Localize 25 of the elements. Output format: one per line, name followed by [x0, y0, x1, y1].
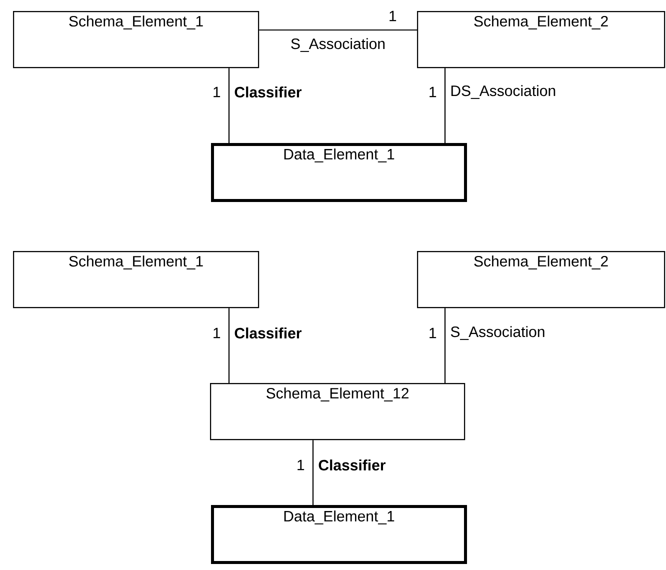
class-box: Schema_Element_1	[13, 251, 260, 308]
association-line	[444, 68, 446, 143]
edge-label: Classifier	[233, 326, 303, 340]
edge-label: Classifier	[233, 86, 303, 98]
class-box: Schema_Element_2	[417, 11, 666, 68]
edge-label: S_Association	[449, 325, 546, 341]
association-line	[444, 308, 446, 383]
edge-label: Classifier	[317, 458, 387, 472]
edge-label: DS_Association	[449, 84, 558, 100]
multiplicity: 1	[390, 10, 396, 22]
class-box: Schema_Element_2	[417, 251, 666, 308]
association-line	[228, 68, 230, 143]
multiplicity: 1	[430, 328, 436, 338]
association-line	[259, 29, 417, 31]
multiplicity: 1	[214, 86, 220, 98]
association-line	[312, 440, 314, 505]
class-box: Schema_Element_1	[13, 11, 260, 68]
association-line	[228, 308, 230, 383]
class-box: Data_Element_1	[211, 505, 467, 564]
edge-label: S_Association	[289, 37, 387, 53]
class-box: Schema_Element_12	[210, 383, 466, 440]
class-box: Data_Element_1	[211, 143, 467, 202]
multiplicity: 1	[214, 328, 220, 338]
multiplicity: 1	[430, 86, 436, 98]
multiplicity: 1	[298, 460, 304, 470]
